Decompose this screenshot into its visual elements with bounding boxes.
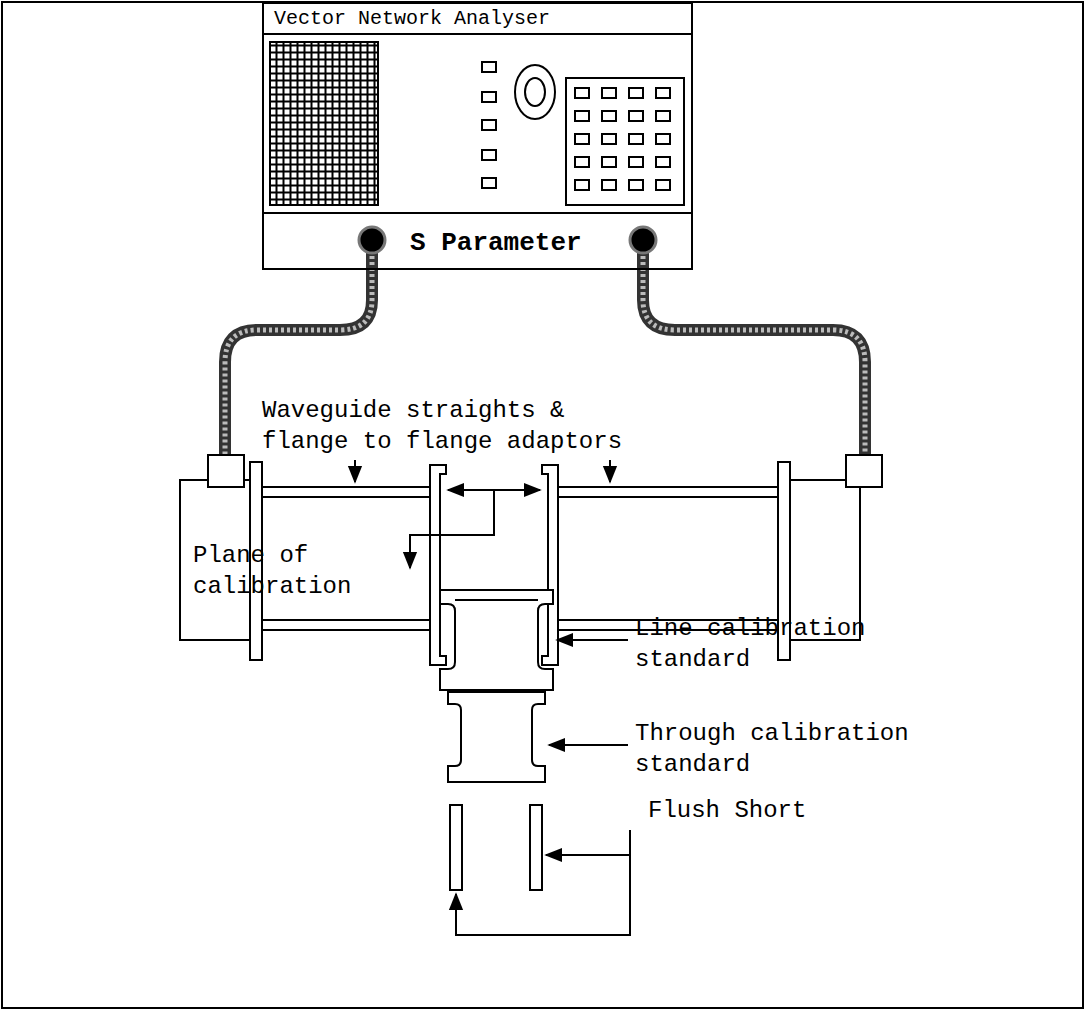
- waveguide-assembly: [262, 629, 430, 631]
- keypad-key: [575, 111, 589, 121]
- analyser-panel: [262, 212, 693, 214]
- port-connector: [359, 227, 385, 253]
- part-label-text: Line calibration standard: [635, 615, 865, 673]
- part-label: Plane of calibration: [193, 540, 403, 602]
- analyser-panel: [515, 65, 555, 119]
- waveguide-assembly: [262, 486, 430, 488]
- analyser-panel: [575, 88, 670, 190]
- leader-line: [549, 744, 628, 746]
- analyser-panel: [482, 178, 496, 188]
- cable: [643, 250, 865, 458]
- keypad-key: [656, 111, 670, 121]
- leader-line: [609, 460, 611, 482]
- part-label-text: Plane of calibration: [193, 542, 351, 600]
- keypad-key: [602, 88, 616, 98]
- waveguide-assembly: [262, 619, 430, 621]
- leader-line: [456, 830, 630, 935]
- cable: [225, 250, 372, 458]
- analyser-panel: [262, 33, 693, 35]
- calibration-standard: [448, 692, 545, 782]
- keypad-key: [629, 157, 643, 167]
- keypad-key: [656, 134, 670, 144]
- analyser-panel: [482, 92, 496, 102]
- keypad-key: [575, 157, 589, 167]
- waveguide-assembly: [542, 465, 558, 665]
- leader-line: [355, 460, 630, 935]
- leader-line: [354, 460, 356, 482]
- keypad-key: [629, 88, 643, 98]
- analyser-panel: [262, 34, 693, 213]
- leader-line: [546, 854, 630, 856]
- keypad-key: [575, 180, 589, 190]
- part-label: Line calibration standard: [635, 613, 935, 675]
- port-connector: [630, 227, 656, 253]
- keypad-key: [656, 157, 670, 167]
- keypad-key: [602, 157, 616, 167]
- waveguide-assembly: [558, 486, 778, 488]
- part-label: Flush Short: [648, 795, 948, 826]
- analyser-panel: [525, 78, 545, 106]
- analyser-panel: [482, 150, 496, 160]
- analyser-panel: [482, 62, 496, 72]
- leader-line: [410, 490, 494, 568]
- panel-label: S Parameter: [410, 228, 582, 258]
- waveguide-assembly: [208, 455, 244, 487]
- cable: [643, 250, 865, 458]
- instrument-box: Vector Network Analyser S Parameter: [262, 2, 693, 270]
- waveguide-assembly: [262, 496, 430, 498]
- keypad-key: [629, 134, 643, 144]
- part-label-text: Waveguide straights & flange to flange a…: [262, 397, 622, 455]
- keypad-key: [656, 180, 670, 190]
- part-label-text: Through calibration standard: [635, 720, 909, 778]
- analyser-panel: [270, 42, 378, 205]
- keypad-key: [656, 88, 670, 98]
- keypad-key: [629, 111, 643, 121]
- keypad-key: [602, 180, 616, 190]
- keypad-key: [575, 88, 589, 98]
- waveguide-assembly: [846, 455, 882, 487]
- leader-line: [557, 639, 628, 641]
- keypad-key: [629, 180, 643, 190]
- keypad-key: [602, 134, 616, 144]
- analyser-panel: [566, 78, 684, 205]
- part-label-text: Flush Short: [648, 797, 806, 824]
- part-label: Waveguide straights & flange to flange a…: [262, 395, 642, 457]
- instrument-title: Vector Network Analyser: [274, 4, 550, 34]
- waveguide-assembly: [558, 496, 778, 498]
- part-label: Through calibration standard: [635, 718, 935, 780]
- calibration-standard: [440, 590, 553, 690]
- calibration-standard: [450, 805, 462, 890]
- cable: [225, 250, 865, 458]
- analyser-panel: [482, 120, 496, 130]
- waveguide-assembly: [430, 465, 446, 665]
- keypad-key: [602, 111, 616, 121]
- calibration-standard: [530, 805, 542, 890]
- calibration-standard: [455, 599, 538, 601]
- calibration-standard: [440, 590, 553, 890]
- cable: [225, 250, 372, 458]
- keypad-key: [575, 134, 589, 144]
